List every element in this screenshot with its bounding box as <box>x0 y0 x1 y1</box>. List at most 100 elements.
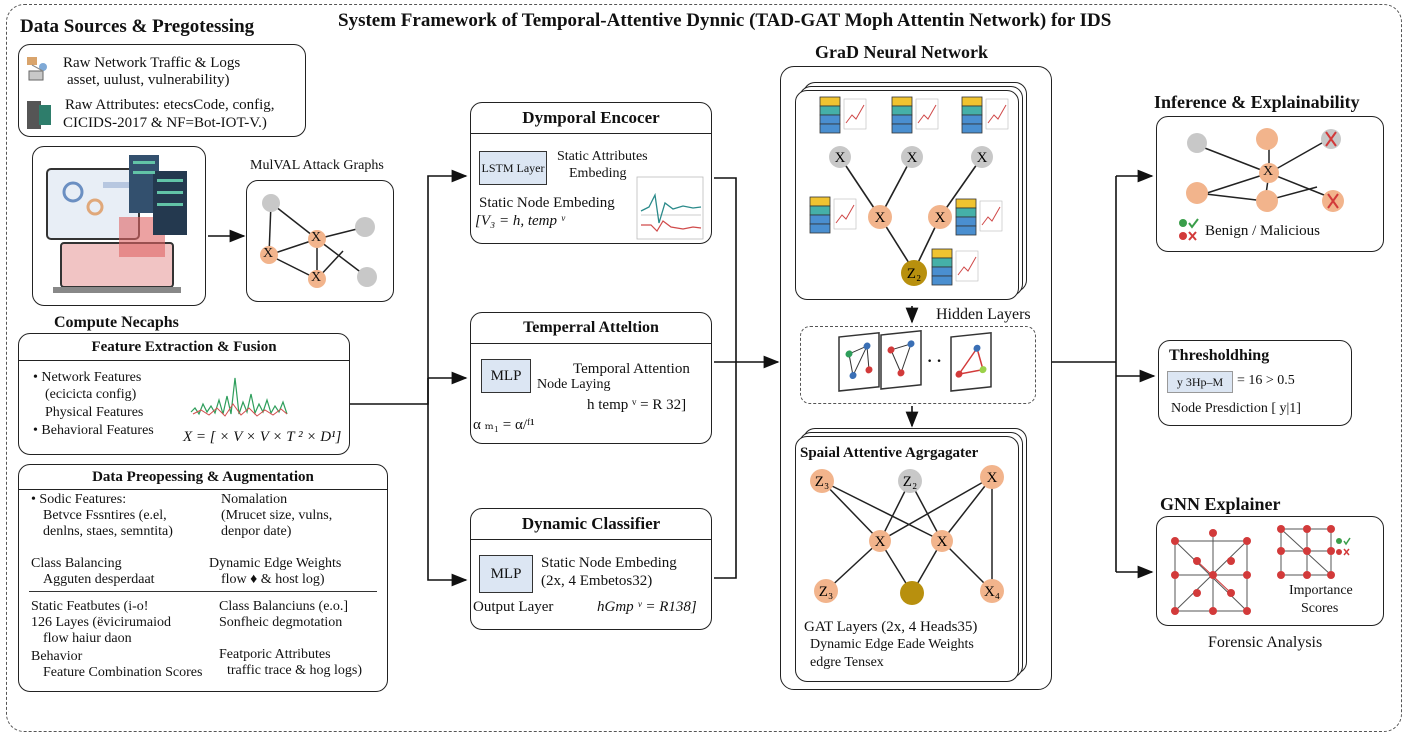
top-bars-2-cell <box>891 105 913 116</box>
spatial-edge <box>941 476 993 542</box>
spatial-edge <box>879 476 993 542</box>
prep-col1-top: • Sodic Features: Betvce Fssntires (e.el… <box>31 492 173 588</box>
threshold-formula-a: y 3Hp–M <box>1176 375 1224 389</box>
mid-bars-1-cell <box>809 214 831 225</box>
importance-line-2: Scores <box>1301 601 1339 616</box>
spatial-title: Spaial Attentive Agrgagater <box>800 445 979 461</box>
inference-node-x: X <box>1263 164 1274 179</box>
prep-c3-e: Feature Combination Scores <box>43 665 203 681</box>
threshold-formula-b: = 16 > 0.5 <box>1237 373 1295 388</box>
spatial-node-5-label: X <box>937 534 948 550</box>
encoder-title: Dymporal Encocer <box>471 103 711 134</box>
classifier-box: Dynamic Classifier MLP Static Node Embed… <box>470 508 712 630</box>
spatial-node-4-label: X <box>875 534 886 550</box>
encoder-line-3: Static Node Embeding <box>479 195 615 211</box>
attack-node-x-1: X <box>263 246 274 261</box>
gnn-top-edge <box>839 156 881 218</box>
gnn-node-x-3-label: X <box>977 150 988 166</box>
prep-c1-c: denlns, staes, semntita) <box>43 524 173 540</box>
hidden-layers-ellipsis: · · <box>927 353 942 370</box>
spatial-node-3-label: X <box>987 470 998 486</box>
bottom-bars-cell <box>931 257 953 268</box>
prep-c3-c: flow haiur daon <box>43 631 132 647</box>
mid-bars-2-line <box>981 206 1001 226</box>
top-bars-3-plot <box>985 98 1009 130</box>
top-bars-3-cell <box>961 105 983 116</box>
gnn-node-x-4 <box>868 205 892 229</box>
source-line-4: CICIDS-2017 & NF=Bot-IOT-V.) <box>63 115 267 131</box>
classifier-mlp-box: MLP <box>479 555 533 593</box>
sources-box: Raw Network Traffic & Logs asset, uulust… <box>18 44 306 137</box>
spatial-node-8-label: X₄ <box>984 584 1000 600</box>
feature-behavioral-text: Behavioral Features <box>41 423 154 438</box>
top-bars-1-cell <box>819 123 841 134</box>
gnn-top-edge <box>939 156 983 218</box>
feature-bullet-behavioral: • Behavioral Features <box>33 423 154 438</box>
explainer-box: Importance Scores <box>1156 516 1384 626</box>
feature-bullet-network: • Network Features <box>33 370 142 385</box>
threshold-box: Thresholdhing y 3Hp–M = 16 > 0.5 Node Pr… <box>1158 340 1352 426</box>
spatial-edge <box>825 540 881 592</box>
spatial-node-1 <box>810 469 834 493</box>
prep-c4-d: traffic trace & hog logs) <box>227 663 363 679</box>
attack-graph-box: X X X <box>246 180 394 302</box>
feature-network-text: Network Features <box>41 370 142 385</box>
top-bars-1-cell <box>819 114 841 125</box>
page-title: System Framework of Temporal-Attentive D… <box>338 10 1112 31</box>
top-bars-1-line <box>845 104 865 124</box>
mid-bars-1-line <box>835 204 855 224</box>
top-bars-2-cell <box>891 96 913 107</box>
mid-bars-1-cell <box>809 196 831 207</box>
benign-malicious-label: Benign / Malicious <box>1205 223 1320 239</box>
classifier-title: Dynamic Classifier <box>471 509 711 540</box>
gnn-node-x-2-label: X <box>907 150 918 166</box>
lstm-layer-label: LSTM Layer <box>481 161 545 175</box>
spatial-node-8 <box>980 579 1004 603</box>
encoder-line-2: Embeding <box>569 166 627 181</box>
gnn-node-x-5 <box>928 205 952 229</box>
encoder-box: Dymporal Encocer LSTM Layer Static Attri… <box>470 102 712 244</box>
mid-bars-2-cell <box>955 216 977 227</box>
prep-c1-e: Agguten desperdaat <box>43 572 155 588</box>
attention-line-1: Temporal Attention <box>573 361 690 377</box>
spatial-node-3 <box>980 465 1004 489</box>
attention-line-2: Node Laying <box>537 377 611 392</box>
spatial-node-2 <box>898 469 922 493</box>
hidden-layer-graphs <box>838 329 992 392</box>
top-bars-3-cell <box>961 123 983 134</box>
classifier-formula: hGmp ᵛ = R138] <box>597 599 697 615</box>
gat-line-3: edgre Tensex <box>810 655 884 670</box>
prep-c3-b: 126 Layes (ëvicirumaiod <box>31 615 171 631</box>
prep-c4-b: Sonfheic degmotation <box>219 615 343 631</box>
bottom-bars-plot <box>955 250 979 282</box>
classifier-mlp-label: MLP <box>490 566 522 582</box>
classifier-line-2: (2x, 4 Embetos32) <box>541 573 653 589</box>
gnn-node-x-1-label: X <box>835 150 846 166</box>
computer-illustration <box>46 155 187 293</box>
spatial-node-2-label: Z₂ <box>903 474 917 490</box>
top-bars-2-cell <box>891 123 913 134</box>
inference-title: Inference & Explainability <box>1154 92 1360 112</box>
compute-label: Compute Necaphs <box>54 314 179 331</box>
top-bars-1-plot <box>843 98 867 130</box>
prep-c2-e: flow ♦ & host log) <box>221 572 325 588</box>
bottom-bars-line <box>957 256 977 276</box>
bottom-bars-cell <box>931 266 953 277</box>
prep-c1-d: Class Balancing <box>31 556 122 572</box>
gnn-title: GraD Neural Network <box>815 42 988 62</box>
gnn-node-x-2 <box>901 146 923 168</box>
spatial-node-7-label: Z₃ <box>819 584 833 600</box>
computer-illustration-box <box>32 146 206 306</box>
prep-c3-a: Static Featbutes (i-o! <box>31 599 149 614</box>
encoder-formula: [V₃ = h, temp ᵛ <box>475 213 565 229</box>
data-prep-box: Data Preopessing & Augmentation • Sodic … <box>18 464 388 692</box>
prep-c2-c: denpor date) <box>221 524 292 540</box>
lstm-layer-box: LSTM Layer <box>479 151 547 185</box>
gat-line-1: GAT Layers (2x, 4 Heads35) <box>804 619 978 635</box>
threshold-formula-box: y 3Hp–M <box>1167 371 1233 393</box>
prep-c4-a: Class Balanciuns (e.o.] <box>219 599 349 614</box>
feature-signal-plot <box>190 377 288 417</box>
